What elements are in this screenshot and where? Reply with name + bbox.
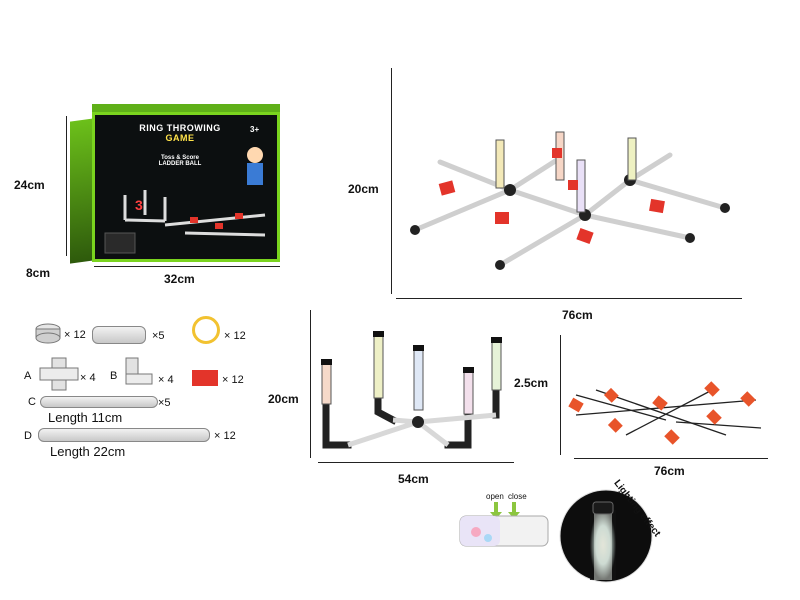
child-figure-body (247, 163, 263, 185)
part-a-qty: × 4 (80, 372, 96, 384)
tube-part-icon (92, 326, 146, 344)
open-close-arrows (490, 502, 520, 519)
glow-tubes (495, 131, 637, 213)
tube-qty: ×5 (152, 330, 165, 342)
top-height-arrow (391, 68, 392, 294)
top-width-label: 76cm (562, 308, 593, 322)
box-game-frame (123, 190, 266, 237)
svg-text:3: 3 (135, 197, 143, 213)
elbow-connector-icon (125, 357, 153, 385)
box-title: RING THROWING GAME (135, 123, 225, 143)
cap-part-icon (35, 323, 61, 344)
part-c-length: Length 11cm (48, 410, 123, 425)
part-b-letter: B (110, 370, 118, 382)
flat-width-label: 76cm (654, 464, 685, 478)
box-side (70, 118, 94, 264)
side-height-arrow (310, 310, 311, 458)
box-width-label: 32cm (164, 272, 195, 286)
side-width-label: 54cm (398, 472, 429, 486)
top-height-label: 20cm (348, 182, 379, 196)
short-pipe-icon (40, 396, 158, 408)
box-subtitle-line1: Toss & Score (161, 155, 199, 161)
box-artwork: 3 (104, 147, 266, 254)
box-title-line1: RING THROWING (139, 123, 221, 133)
cross-connector-icon (39, 357, 79, 391)
beanbag-qty: × 12 (222, 374, 244, 386)
lighting-effect-illustration (559, 489, 653, 583)
box-front: RING THROWING GAME Toss & Score LADDER B… (92, 112, 280, 262)
age-badge: 3+ (250, 125, 260, 134)
beanbags (438, 148, 665, 245)
part-d-letter: D (24, 430, 32, 442)
part-a-letter: A (24, 370, 32, 382)
box-title-line2: GAME (165, 133, 195, 143)
flat-height-label: 2.5cm (514, 376, 549, 390)
box-height-label: 24cm (14, 178, 45, 192)
part-d-qty: × 12 (214, 430, 236, 442)
box-subtitle: Toss & Score LADDER BALL (145, 155, 215, 167)
cap-qty: × 12 (64, 329, 86, 341)
part-c-letter: C (28, 396, 36, 408)
side-glow-tubes (321, 335, 502, 415)
flat-layout-illustration (568, 381, 762, 445)
flat-height-arrow (560, 335, 561, 455)
box-top (92, 104, 280, 114)
flat-width-arrow (574, 458, 768, 459)
part-b-qty: × 4 (158, 374, 174, 386)
child-figure-head (247, 147, 263, 163)
beanbag-part-icon (192, 370, 218, 386)
box-height-arrow (66, 116, 67, 256)
side-width-arrow (318, 462, 514, 463)
top-width-arrow (396, 298, 742, 299)
close-label: close (508, 492, 527, 501)
part-d-length: Length 22cm (50, 444, 126, 459)
assembled-game-illustration (410, 131, 730, 270)
part-c-qty: ×5 (158, 397, 171, 409)
side-height-label: 20cm (268, 392, 299, 406)
box-depth-label: 8cm (26, 266, 51, 280)
switch-tube-illustration (459, 515, 549, 547)
box-width-arrow (94, 266, 280, 267)
ring-qty: × 12 (224, 330, 246, 342)
ring-part-icon (192, 316, 220, 344)
open-label: open (486, 492, 504, 501)
long-pipe-icon (38, 428, 210, 442)
flat-beanbags (568, 381, 756, 445)
box-subtitle-line2: LADDER BALL (158, 161, 202, 167)
side-view-illustration (321, 331, 502, 449)
